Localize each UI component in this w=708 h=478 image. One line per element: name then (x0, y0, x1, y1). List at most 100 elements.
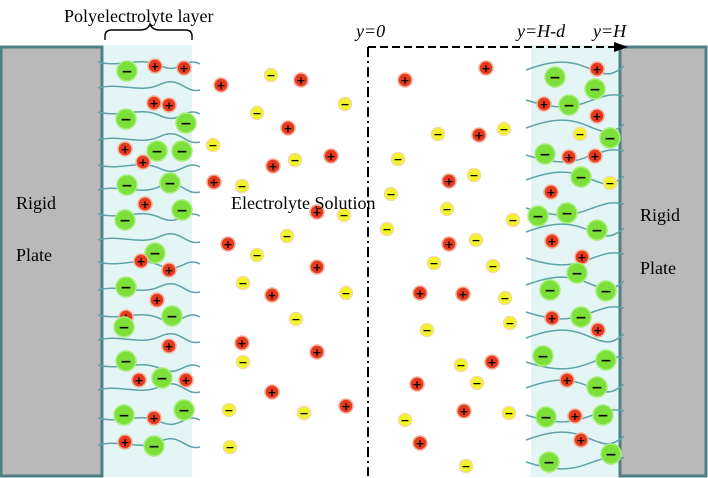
ion-sign: − (176, 203, 188, 219)
cation-marker: + (559, 372, 575, 388)
y-axis-arrowhead (614, 42, 628, 52)
polymer-chain (97, 133, 201, 144)
ion-sign: + (216, 79, 225, 92)
small-anion-marker: − (235, 275, 251, 291)
ion-sign: − (282, 230, 291, 243)
ion-sign: − (505, 317, 514, 330)
ion-sign: + (140, 198, 149, 211)
small-anion-marker: − (505, 212, 521, 228)
ion-sign: + (412, 378, 421, 391)
cation-marker: + (412, 435, 428, 451)
ion-sign: + (136, 255, 145, 268)
ion-sign: − (456, 359, 465, 372)
ion-sign: + (400, 74, 409, 87)
ion-sign: − (120, 280, 132, 296)
polymer-chain (525, 379, 625, 393)
ion-sign: − (119, 213, 131, 229)
large-anion-marker: − (570, 306, 592, 328)
ion-sign: + (120, 436, 129, 449)
cation-marker: + (137, 196, 153, 212)
small-anion-marker: − (249, 105, 265, 121)
cation-marker: + (176, 60, 192, 76)
ion-sign: + (181, 374, 190, 387)
small-anion-marker: − (496, 121, 512, 137)
ion-sign: − (575, 170, 587, 186)
ion-sign: − (176, 144, 188, 160)
ion-sign: + (547, 235, 556, 248)
cation-marker: + (220, 236, 236, 252)
small-anion-marker: − (235, 354, 251, 370)
ion-sign: − (224, 404, 233, 417)
ion-sign: − (504, 407, 513, 420)
ion-sign: − (537, 349, 549, 365)
large-anion-marker: − (538, 451, 560, 473)
large-anion-marker: − (584, 78, 606, 100)
cation-marker: + (146, 95, 162, 111)
large-anion-marker: − (143, 435, 165, 457)
ion-sign: + (223, 238, 232, 251)
large-anion-marker: − (171, 199, 193, 221)
ion-sign: + (120, 143, 129, 156)
large-anion-marker: − (539, 279, 561, 301)
left-rigid-plate (0, 45, 104, 478)
cation-marker: + (397, 72, 413, 88)
ion-sign: − (575, 310, 587, 326)
cation-marker: + (264, 384, 280, 400)
ion-sign: + (134, 374, 143, 387)
small-anion-marker: − (458, 458, 474, 474)
large-anion-marker: − (115, 276, 137, 298)
ion-sign: − (471, 234, 480, 247)
ion-sign: − (433, 128, 442, 141)
large-anion-marker: − (535, 406, 557, 428)
ion-sign: + (415, 437, 424, 450)
large-anion-marker: − (151, 367, 173, 389)
small-anion-marker: − (466, 167, 482, 183)
small-anion-marker: − (296, 405, 312, 421)
ion-sign: − (472, 377, 481, 390)
cation-marker: + (589, 108, 605, 124)
ion-sign: − (121, 64, 133, 80)
ion-sign: − (266, 69, 275, 82)
cation-marker: + (161, 262, 177, 278)
ion-sign: − (120, 112, 132, 128)
polymer-chain (97, 260, 201, 270)
ion-sign: + (570, 410, 579, 423)
ion-sign: − (341, 287, 350, 300)
small-anion-marker: − (338, 285, 354, 301)
polymer-chain (525, 223, 625, 237)
ion-sign: − (291, 313, 300, 326)
cation-marker: + (206, 174, 222, 190)
ion-sign: + (458, 288, 467, 301)
cation-marker: + (543, 184, 559, 200)
cation-marker: + (573, 432, 589, 448)
cation-marker: + (309, 204, 325, 220)
ion-sign: − (149, 246, 161, 262)
cation-marker: + (567, 408, 583, 424)
ion-sign: + (150, 60, 159, 73)
ion-sign: − (238, 356, 247, 369)
large-anion-marker: − (159, 172, 181, 194)
ion-sign: + (444, 175, 453, 188)
electrolyte-solution-label: Electrolyte Solution (231, 193, 376, 213)
large-anion-marker: − (115, 350, 137, 372)
ion-sign: + (296, 74, 305, 87)
large-anion-marker: − (556, 202, 578, 224)
ion-sign: + (267, 386, 276, 399)
small-anion-marker: − (249, 247, 265, 263)
large-anion-marker: − (566, 262, 588, 284)
polymer-chain (97, 333, 201, 344)
cation-marker: + (265, 158, 281, 174)
ion-sign: + (267, 289, 276, 302)
small-anion-marker: − (469, 375, 485, 391)
ion-sign: − (591, 380, 603, 396)
ion-sign: − (600, 353, 612, 369)
cation-marker: + (484, 354, 500, 370)
cation-marker: + (135, 154, 151, 170)
ion-sign: + (577, 251, 586, 264)
large-anion-marker: − (592, 404, 614, 426)
large-anion-marker: − (171, 140, 193, 162)
cation-marker: + (589, 61, 605, 77)
cation-marker: + (441, 236, 457, 252)
large-anion-marker: − (173, 399, 195, 421)
ion-sign: + (237, 337, 246, 350)
